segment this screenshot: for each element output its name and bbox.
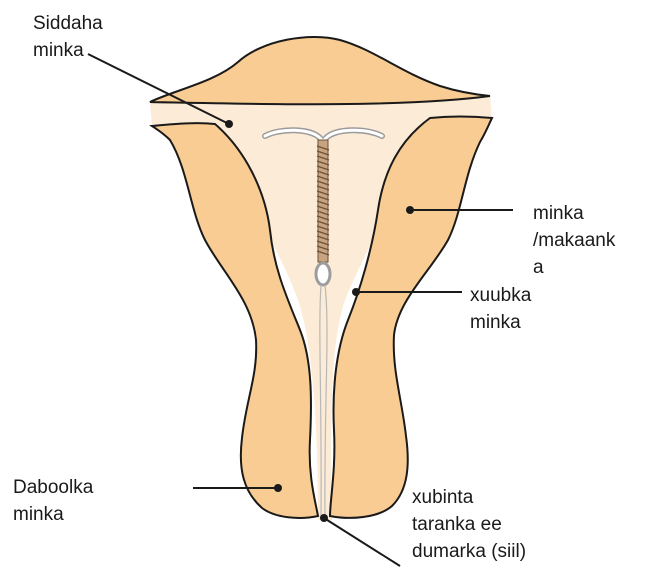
dot-wall — [406, 206, 414, 214]
fundus-dome — [150, 37, 490, 104]
label-strings-line1: xubinta — [412, 484, 526, 511]
dot-cavity — [352, 288, 360, 296]
label-wall-line2: /makaank — [533, 227, 615, 254]
label-cervix-line2: minka — [13, 501, 93, 528]
label-cavity: xuubka minka — [470, 282, 531, 336]
label-wall: minka /makaank a — [533, 200, 615, 281]
label-fundus-line2: minka — [33, 37, 103, 64]
label-strings: xubinta taranka ee dumarka (siil) — [412, 484, 526, 565]
dot-strings — [320, 514, 328, 522]
label-cavity-line1: xuubka — [470, 282, 531, 309]
dot-fundus — [225, 120, 233, 128]
iud-loop — [316, 263, 330, 285]
label-cervix-line1: Daboolka — [13, 474, 93, 501]
label-cavity-line2: minka — [470, 309, 531, 336]
dot-cervix — [274, 484, 282, 492]
label-wall-line3: a — [533, 254, 615, 281]
label-strings-line3: dumarka (siil) — [412, 538, 526, 565]
label-wall-line1: minka — [533, 200, 615, 227]
label-cervix: Daboolka minka — [13, 474, 93, 528]
label-strings-line2: taranka ee — [412, 511, 526, 538]
label-fundus: Siddaha minka — [33, 10, 103, 64]
label-fundus-line1: Siddaha — [33, 10, 103, 37]
leader-strings — [324, 518, 400, 566]
